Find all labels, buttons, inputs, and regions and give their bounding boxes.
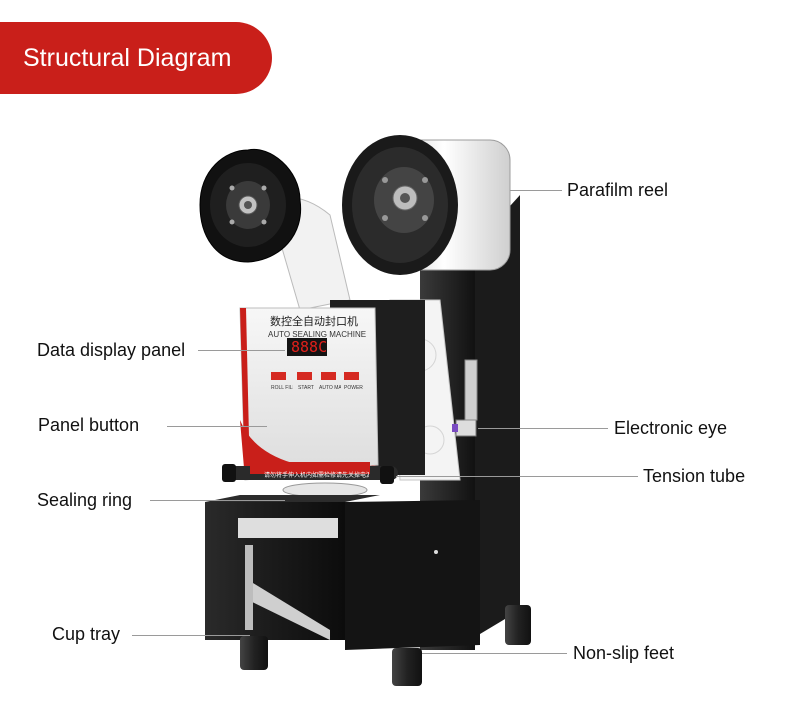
panel-title-en: AUTO SEALING MACHINE [268,330,367,339]
page-title: Structural Diagram [23,43,232,72]
button-label-roll-film: ROLL FILM MODE [271,385,293,391]
button-label-power: POWER [344,385,363,391]
label-cup-tray: Cup tray [52,624,121,644]
leader-parafilm-reel [510,190,562,191]
label-electronic-eye: Electronic eye [614,418,728,438]
parafilm-reel [342,135,511,275]
leader-tension-tube [396,476,638,477]
header-banner: Structural Diagram [0,22,272,94]
electronic-eye-sensor [452,359,478,437]
leader-electronic-eye [478,428,608,429]
panel-buttons: ROLL FILM MODE START AUTO MANUAL POWER [271,372,366,398]
non-slip-feet [240,605,531,686]
label-sealing-ring: Sealing ring [37,490,133,510]
lower-base [205,495,480,650]
label-data-display-panel: Data display panel [37,340,186,360]
roll-film-mode-button[interactable] [271,372,286,380]
label-parafilm-reel: Parafilm reel [567,180,669,200]
take-up-reel [199,148,302,263]
auto-manual-button[interactable] [321,372,336,380]
data-display: 888C [291,338,328,356]
leader-panel-button [167,426,267,427]
tension-tube [222,462,398,484]
leader-sealing-ring [150,500,285,501]
leader-data-display-panel [198,350,285,351]
button-label-start: START [298,385,314,391]
leader-cup-tray [132,635,250,636]
panel-title-cn: 数控全自动封口机 [270,316,358,328]
warning-text: 请勿将手伸入机内如需检修请先关掉电源 [264,473,369,479]
label-non-slip-feet: Non-slip feet [573,643,675,663]
label-tension-tube: Tension tube [643,466,746,486]
start-button[interactable] [297,372,312,380]
power-button[interactable] [344,372,359,380]
button-label-auto-manual: AUTO MANUAL [319,385,341,391]
leader-non-slip-feet [422,653,567,654]
label-panel-button: Panel button [38,415,140,435]
